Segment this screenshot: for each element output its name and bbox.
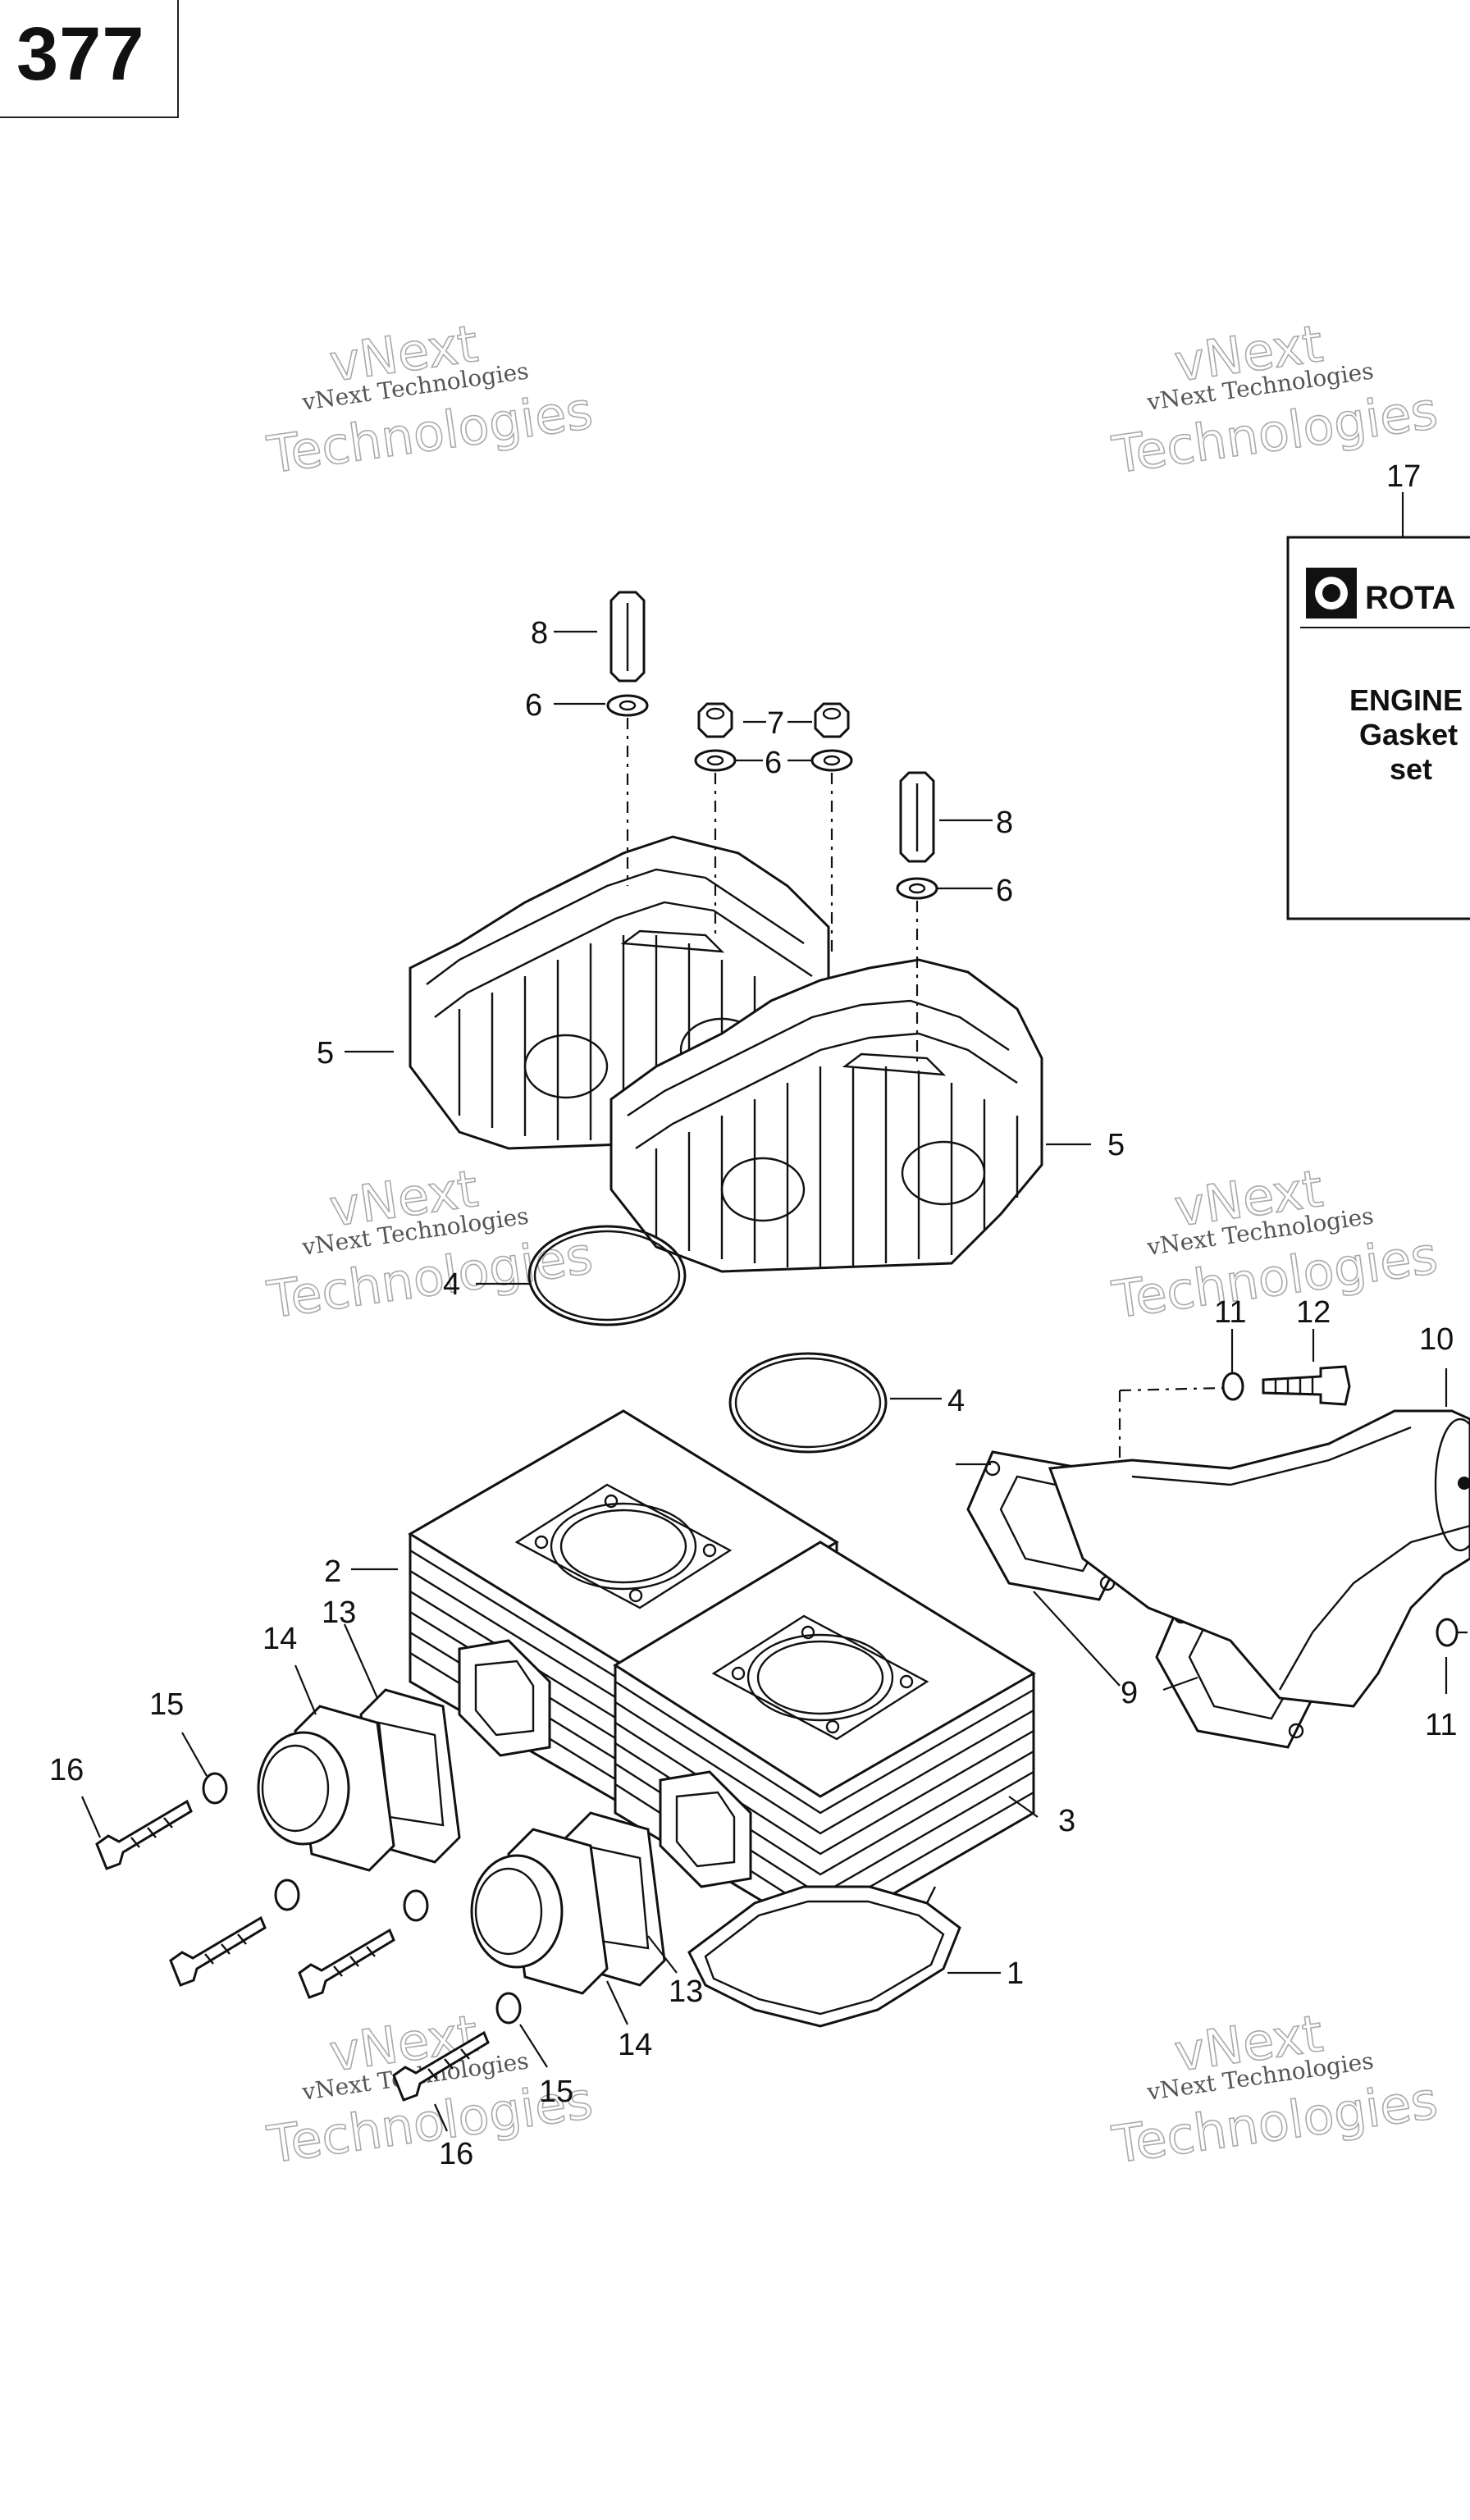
callout-4: 4: [947, 1384, 965, 1418]
callout-4: 4: [443, 1267, 460, 1302]
watermark: vNext vNext Technologies Technologies: [262, 1157, 596, 1331]
bolt: [392, 2030, 490, 2102]
bolt: [169, 1915, 267, 1987]
o-ring-left: [527, 1225, 687, 1326]
callout-6: 6: [996, 874, 1013, 908]
callout-5: 5: [317, 1036, 334, 1071]
gasket-set-kit: ROTA ENGINE Gasket set: [1286, 536, 1470, 920]
callout-3: 3: [1058, 1804, 1075, 1838]
lock-washer: [274, 1879, 300, 1911]
stud-spacer-left: [609, 591, 646, 682]
leader-lines: [80, 492, 1448, 2132]
callout-labels: 17 8 6 7 6 8 6 5 5 4 4 2 3 1 11 12 10 11…: [49, 459, 1457, 2171]
callout-10: 10: [1419, 1322, 1454, 1357]
intake-manifold-lower: [470, 1828, 609, 1995]
callout-7: 7: [767, 706, 784, 741]
stud-spacer-right: [899, 771, 935, 863]
callout-16: 16: [49, 1753, 84, 1787]
intake-manifold-upper: [257, 1705, 395, 1872]
callout-14: 14: [262, 1622, 297, 1656]
callout-6: 6: [525, 688, 542, 723]
kit-title-line3: set: [1390, 752, 1432, 786]
callout-14: 14: [618, 2028, 652, 2062]
watermark: vNext vNext Technologies Technologies: [1107, 2002, 1441, 2175]
washer-center-right: [810, 749, 853, 772]
callout-16: 16: [439, 2137, 473, 2171]
callout-13: 13: [322, 1596, 356, 1630]
base-gasket: [687, 1885, 961, 2028]
callout-11: 11: [1425, 1708, 1457, 1742]
callout-15: 15: [149, 1687, 184, 1722]
lock-washer: [495, 1992, 522, 2025]
kit-title-line2: Gasket: [1359, 718, 1458, 751]
callout-13: 13: [669, 1974, 703, 2009]
callout-2: 2: [324, 1554, 341, 1589]
nut-left: [697, 702, 733, 738]
cylinder-head-right: [609, 958, 1043, 1273]
cylinder-right: [613, 1541, 1036, 1954]
watermark: vNext vNext Technologies Technologies: [262, 313, 596, 486]
nut-right: [814, 702, 850, 738]
callout-8: 8: [531, 616, 548, 651]
callout-9: 9: [1121, 1676, 1138, 1710]
callout-15: 15: [539, 2075, 573, 2109]
bolt: [95, 1799, 193, 1870]
watermark: vNext vNext Technologies Technologies: [1107, 313, 1441, 486]
callout-5: 5: [1107, 1128, 1125, 1162]
watermark: vNext vNext Technologies Technologies: [1107, 1157, 1441, 1331]
lock-washer: [1221, 1372, 1244, 1401]
callout-6: 6: [765, 746, 782, 780]
lock-washer: [202, 1772, 228, 1805]
lock-washer: [1436, 1618, 1459, 1647]
exhaust-manifold: [1048, 1409, 1470, 1708]
kit-title-line1: ENGINE: [1349, 683, 1463, 717]
washer-right: [896, 877, 938, 900]
callout-17: 17: [1386, 459, 1421, 494]
washer-left: [606, 694, 649, 717]
o-ring-right: [728, 1352, 888, 1454]
callout-11: 11: [1214, 1295, 1246, 1330]
kit-brand: ROTA: [1365, 580, 1455, 616]
callout-8: 8: [996, 806, 1013, 840]
page-number: 377: [16, 12, 145, 96]
bolt: [298, 1928, 395, 1999]
washer-center-left: [694, 749, 737, 772]
callout-1: 1: [1007, 1956, 1024, 1991]
page-number-box: 377: [0, 0, 179, 118]
exhaust-bolt: [1262, 1365, 1351, 1406]
lock-washer: [403, 1889, 429, 1922]
callout-12: 12: [1296, 1295, 1331, 1330]
